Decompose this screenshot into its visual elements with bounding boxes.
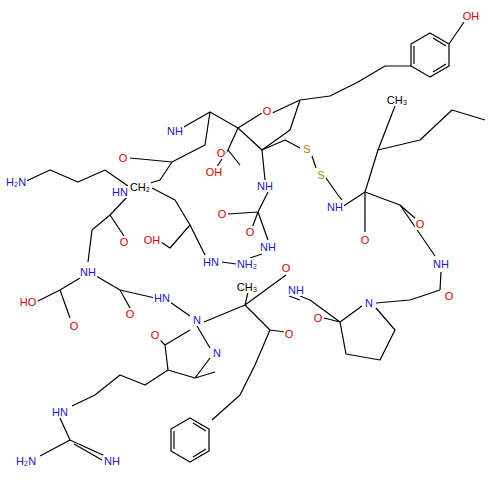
atom-label: NH xyxy=(326,201,344,213)
atom-label: H₂N xyxy=(15,455,37,467)
atom-label: H₂N xyxy=(5,176,27,188)
atom-label: N xyxy=(212,347,222,359)
phenyl-ring xyxy=(171,418,209,462)
bond xyxy=(216,128,240,168)
bond xyxy=(158,326,215,378)
atom-label: NH xyxy=(103,455,121,467)
atom-label: O xyxy=(281,262,292,274)
bond xyxy=(212,330,270,420)
atom-label: S xyxy=(316,169,325,181)
atom-label: O xyxy=(217,208,228,220)
atom-label: NH xyxy=(256,180,274,192)
atom-label: O xyxy=(245,226,256,238)
bond xyxy=(190,150,268,264)
atom-label: N xyxy=(364,297,374,309)
tyrosine-ring xyxy=(411,33,449,77)
atom-label: O xyxy=(415,218,426,230)
atom-label: NH xyxy=(166,125,184,137)
atom-label: CH₃ xyxy=(236,281,258,293)
atom-label: OH xyxy=(205,166,224,178)
atom-label: O xyxy=(216,147,227,159)
atom-label: NH xyxy=(287,284,305,296)
atom-label: NH xyxy=(259,241,277,253)
atom-label: HO xyxy=(19,296,38,308)
bond xyxy=(36,276,155,318)
atom-label: NH₂ xyxy=(236,258,258,270)
bond xyxy=(364,192,365,232)
atom-label: S xyxy=(302,143,311,155)
atom-label: HN xyxy=(153,292,171,304)
atom-label: CH₂ xyxy=(129,181,151,193)
atom-label: CH₃ xyxy=(386,94,408,106)
atom-label: O xyxy=(125,308,136,320)
atom-label: HN xyxy=(202,256,220,268)
atom-label: O xyxy=(118,152,129,164)
atom-label: O xyxy=(360,234,371,246)
atom-label: HN xyxy=(51,406,69,418)
atom-label: O xyxy=(119,236,130,248)
bond xyxy=(268,22,464,115)
atom-label: OH xyxy=(462,10,481,22)
atom-label: O xyxy=(284,328,295,340)
bond xyxy=(24,170,190,248)
atom-label: O xyxy=(69,320,80,332)
atom-label: OH xyxy=(143,234,162,246)
bond xyxy=(88,196,128,262)
bond xyxy=(170,275,300,332)
bond xyxy=(342,106,485,256)
atom-label: NH xyxy=(432,258,450,270)
atom-label: HN xyxy=(111,186,129,198)
bond xyxy=(40,370,168,460)
atom-label: O xyxy=(262,105,273,117)
atom-label: O xyxy=(444,290,455,302)
atom-label: NH xyxy=(79,266,97,278)
atom-label: N xyxy=(192,314,202,326)
atom-label: O xyxy=(150,329,161,341)
atom-label: O xyxy=(313,312,324,324)
bond xyxy=(300,272,441,360)
bond xyxy=(262,140,342,200)
